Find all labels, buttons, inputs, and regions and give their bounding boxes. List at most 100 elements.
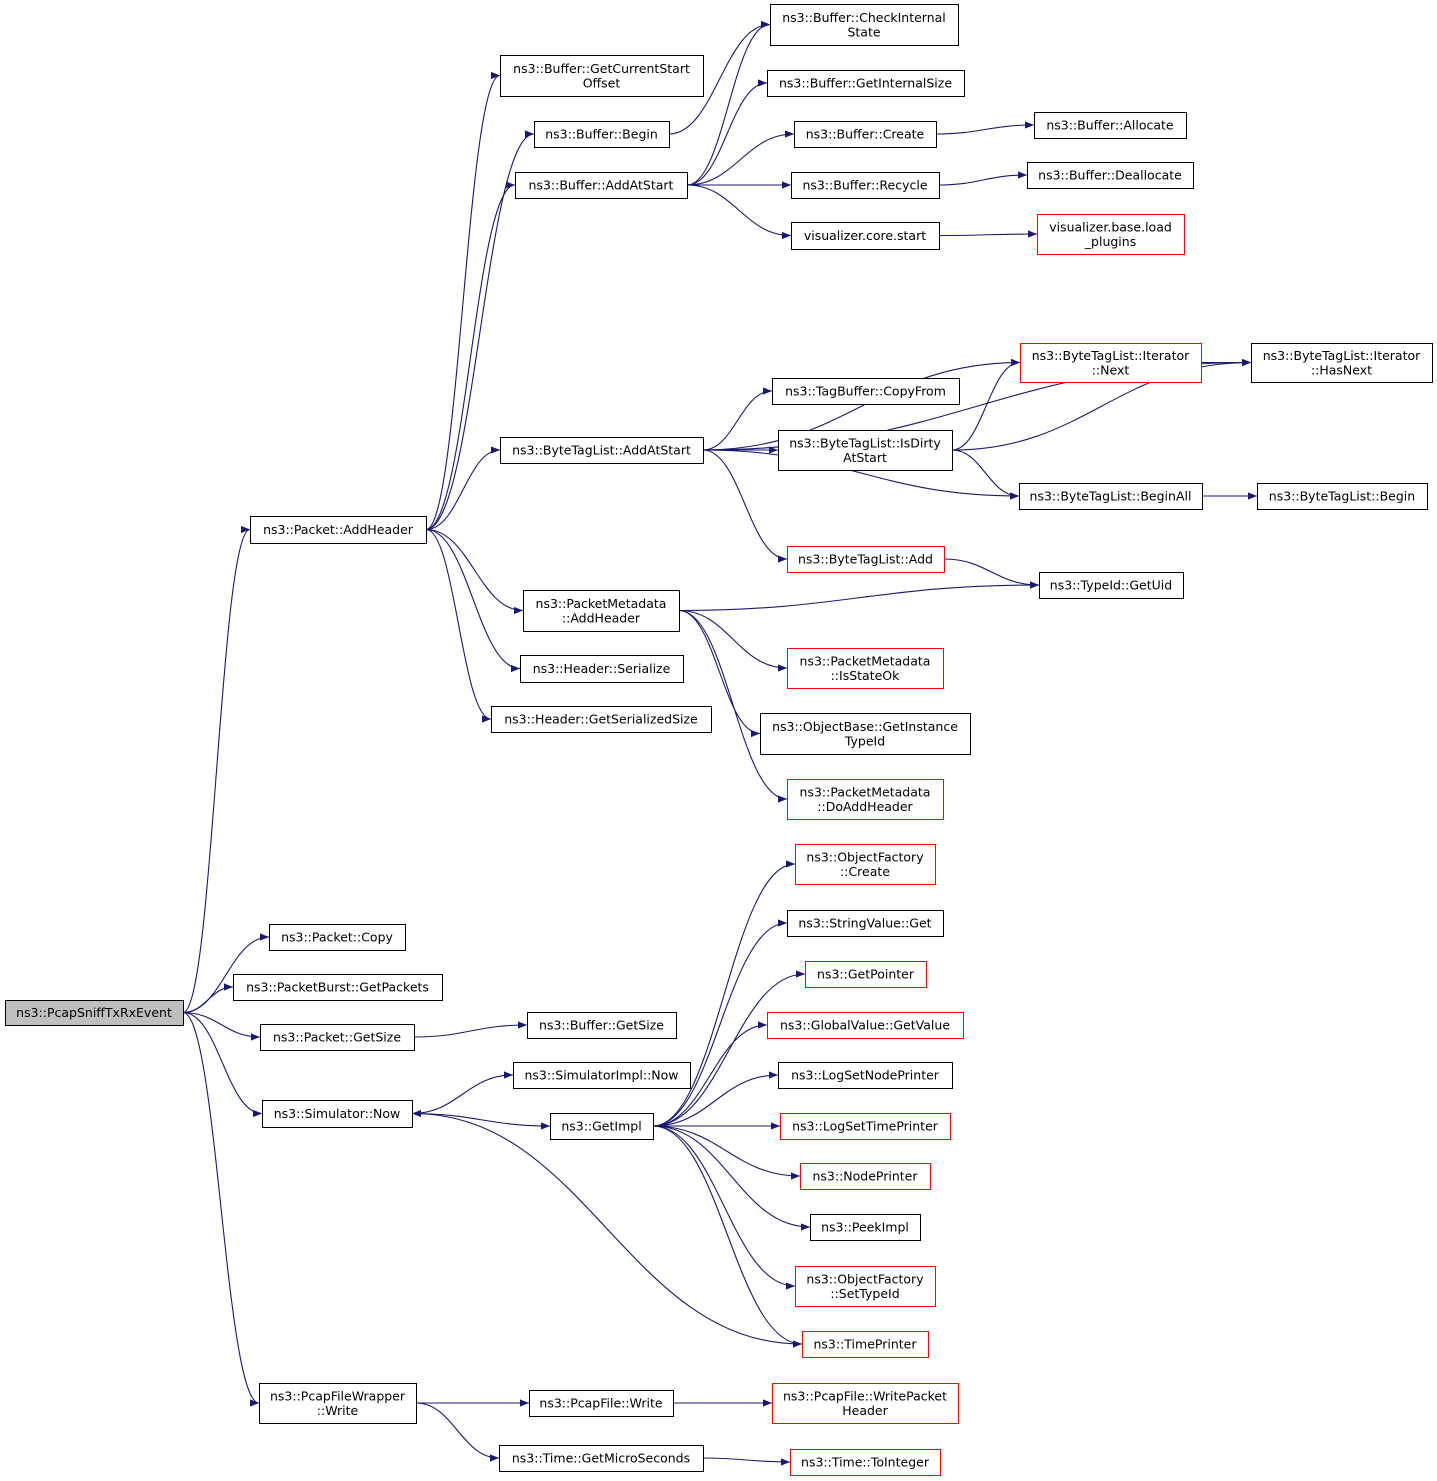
- node-typeidgetuid[interactable]: ns3::TypeId::GetUid: [1039, 572, 1184, 599]
- node-box: [520, 655, 684, 683]
- node-pmaddheader[interactable]: ns3::PacketMetadata::AddHeader: [523, 590, 680, 632]
- node-label: ns3::Buffer::AddAtStart: [529, 178, 674, 193]
- node-objfactcreate[interactable]: ns3::ObjectFactory::Create: [795, 844, 936, 885]
- node-label: _plugins: [1084, 234, 1136, 249]
- node-pmisstateok[interactable]: ns3::PacketMetadata::IsStateOk: [787, 648, 944, 689]
- node-vizstart[interactable]: visualizer.core.start: [791, 222, 940, 250]
- node-pcapwrapwrite[interactable]: ns3::PcapFileWrapper::Write: [259, 1383, 417, 1424]
- edge-addheader-to-hdrserialize: [425, 528, 521, 673]
- edge-getimpl-to-objfactcreate: [652, 860, 796, 1127]
- node-label: ns3::Buffer::Recycle: [802, 178, 927, 193]
- node-root[interactable]: ns3::PcapSniffTxRxEvent: [5, 1000, 184, 1026]
- node-label: ns3::GetImpl: [561, 1119, 641, 1134]
- node-nodeprinter[interactable]: ns3::NodePrinter: [800, 1163, 931, 1190]
- node-layer: ns3::PcapSniffTxRxEvent ns3::Packet::AddH…: [5, 4, 1433, 1476]
- edge-bufrecycle-to-bufdeallocate: [938, 171, 1028, 186]
- node-label: ns3::Buffer::GetSize: [539, 1018, 664, 1033]
- node-hdrserialize[interactable]: ns3::Header::Serialize: [520, 655, 684, 683]
- node-label: ns3::Packet::Copy: [281, 930, 393, 945]
- node-box: [1251, 343, 1433, 383]
- node-addheader[interactable]: ns3::Packet::AddHeader: [250, 516, 427, 544]
- node-box: [1020, 343, 1202, 383]
- edge-bufaddatstart-to-checkinternal: [686, 20, 771, 186]
- node-getinternalsize[interactable]: ns3::Buffer::GetInternalSize: [767, 70, 965, 97]
- node-getpointer[interactable]: ns3::GetPointer: [805, 961, 927, 988]
- node-objfactsettype[interactable]: ns3::ObjectFactory::SetTypeId: [795, 1266, 936, 1307]
- node-bufaddatstart[interactable]: ns3::Buffer::AddAtStart: [515, 172, 688, 199]
- node-logsettime[interactable]: ns3::LogSetTimePrinter: [780, 1113, 951, 1140]
- node-label: Offset: [583, 75, 621, 90]
- node-label: ::Next: [1092, 362, 1130, 377]
- node-pmdoaddheader[interactable]: ns3::PacketMetadata::DoAddHeader: [787, 779, 944, 820]
- node-box: [805, 961, 927, 988]
- node-label: ns3::Header::GetSerializedSize: [504, 712, 698, 727]
- node-strvalget[interactable]: ns3::StringValue::Get: [787, 910, 944, 937]
- edge-pmaddheader-to-typeidgetuid: [678, 581, 1040, 612]
- node-bufgetsize[interactable]: ns3::Buffer::GetSize: [527, 1012, 677, 1039]
- edge-getimpl-to-getpointer: [652, 970, 806, 1127]
- node-bufallocate[interactable]: ns3::Buffer::Allocate: [1034, 112, 1187, 139]
- node-peekimpl[interactable]: ns3::PeekImpl: [810, 1214, 921, 1241]
- node-pcapfilewrite[interactable]: ns3::PcapFile::Write: [529, 1390, 674, 1417]
- node-box: [780, 1113, 951, 1140]
- node-label: AtStart: [843, 450, 887, 465]
- node-tagcopyfrom[interactable]: ns3::TagBuffer::CopyFrom: [772, 378, 960, 405]
- node-label: ns3::PcapFileWrapper: [270, 1388, 406, 1403]
- node-label: ns3::TypeId::GetUid: [1050, 578, 1172, 593]
- node-box: [262, 1100, 413, 1128]
- node-logsetnode[interactable]: ns3::LogSetNodePrinter: [778, 1062, 953, 1089]
- node-box: [1027, 162, 1194, 189]
- edge-btlisdirty-to-btlhasnext: [951, 358, 1252, 451]
- node-label: ns3::ByteTagList::Add: [798, 552, 933, 567]
- node-label: ns3::ByteTagList::AddAtStart: [512, 443, 691, 458]
- node-burstgetpackets[interactable]: ns3::PacketBurst::GetPackets: [233, 974, 443, 1001]
- node-vizload[interactable]: visualizer.base.load_plugins: [1037, 214, 1185, 255]
- node-box: [760, 713, 971, 755]
- node-box: [795, 844, 936, 885]
- node-getimpl[interactable]: ns3::GetImpl: [550, 1113, 654, 1140]
- node-label: ns3::Packet::AddHeader: [263, 522, 414, 537]
- node-label: ns3::Simulator::Now: [274, 1106, 401, 1121]
- node-packetcopy[interactable]: ns3::Packet::Copy: [269, 924, 406, 951]
- node-globalvalget[interactable]: ns3::GlobalValue::GetValue: [767, 1012, 964, 1039]
- node-label: ::HasNext: [1311, 362, 1372, 377]
- node-packetgetsize[interactable]: ns3::Packet::GetSize: [260, 1024, 415, 1051]
- node-simimplnow[interactable]: ns3::SimulatorImpl::Now: [513, 1062, 691, 1089]
- node-label: ns3::Header::Serialize: [533, 661, 671, 676]
- node-bufdeallocate[interactable]: ns3::Buffer::Deallocate: [1027, 162, 1194, 189]
- edge-btladdatstart-to-tagcopyfrom: [702, 387, 773, 451]
- node-getmicro[interactable]: ns3::Time::GetMicroSeconds: [499, 1445, 704, 1472]
- node-hdrgetsersize[interactable]: ns3::Header::GetSerializedSize: [491, 706, 712, 733]
- node-label: ns3::LogSetTimePrinter: [792, 1119, 939, 1134]
- node-label: ns3::ByteTagList::IsDirty: [789, 435, 941, 450]
- node-box: [767, 1012, 964, 1039]
- node-btlbegin[interactable]: ns3::ByteTagList::Begin: [1257, 483, 1428, 510]
- node-btlhasnext[interactable]: ns3::ByteTagList::Iterator::HasNext: [1251, 343, 1433, 383]
- node-btlbeginall[interactable]: ns3::ByteTagList::BeginAll: [1019, 483, 1203, 510]
- node-label: ns3::PcapSniffTxRxEvent: [16, 1005, 172, 1020]
- node-bufrecycle[interactable]: ns3::Buffer::Recycle: [791, 172, 940, 199]
- node-label: ns3::ObjectFactory: [806, 849, 924, 864]
- edge-root-to-pcapwrapwrite: [182, 1011, 260, 1407]
- node-box: [5, 1000, 184, 1026]
- edge-getmicro-to-tointeger: [702, 1457, 791, 1466]
- node-tointeger[interactable]: ns3::Time::ToInteger: [790, 1449, 941, 1476]
- node-box: [800, 1163, 931, 1190]
- node-bufcreate[interactable]: ns3::Buffer::Create: [794, 121, 937, 148]
- node-label: ns3::TimePrinter: [814, 1337, 918, 1352]
- node-box: [523, 590, 680, 632]
- node-btladdatstart[interactable]: ns3::ByteTagList::AddAtStart: [500, 437, 704, 464]
- node-btladd[interactable]: ns3::ByteTagList::Add: [787, 546, 945, 573]
- node-bufbegin[interactable]: ns3::Buffer::Begin: [534, 121, 670, 148]
- node-btliternext[interactable]: ns3::ByteTagList::Iterator::Next: [1020, 343, 1202, 383]
- node-box: [500, 437, 704, 464]
- node-simnow[interactable]: ns3::Simulator::Now: [262, 1100, 413, 1128]
- node-box: [772, 378, 960, 405]
- node-timeprinter[interactable]: ns3::TimePrinter: [802, 1331, 929, 1358]
